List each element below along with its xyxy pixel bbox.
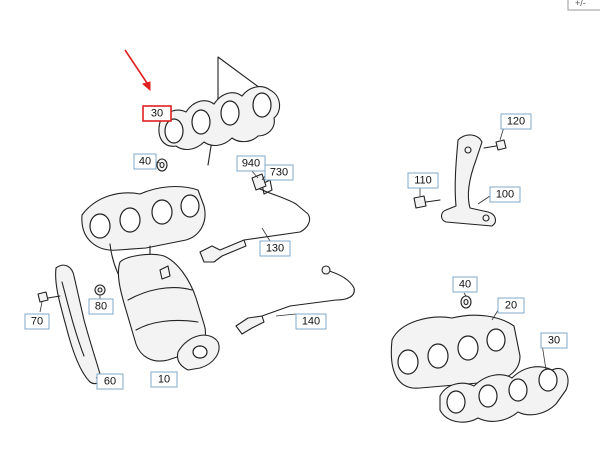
callout-20[interactable]: 20: [497, 297, 525, 314]
svg-text:30: 30: [151, 108, 163, 120]
callout-40-left[interactable]: 40: [133, 153, 157, 170]
heat-shield-60: [55, 264, 101, 385]
bolt-70: [37, 291, 61, 303]
o2-sensor-130: [199, 179, 311, 263]
svg-text:940: 940: [242, 158, 260, 170]
right-manifold-20: [390, 314, 521, 389]
svg-text:130: 130: [266, 243, 284, 255]
svg-text:60: 60: [104, 376, 116, 388]
svg-text:120: 120: [507, 116, 525, 128]
o2-sensor-140: [235, 265, 355, 335]
svg-text:100: 100: [496, 189, 514, 201]
highlight-arrow: [124, 49, 151, 92]
callout-130[interactable]: 130: [259, 240, 291, 257]
callout-940[interactable]: 940: [236, 155, 266, 172]
callout-730[interactable]: 730: [264, 164, 294, 181]
callout-10[interactable]: 10: [150, 371, 178, 388]
svg-text:10: 10: [158, 374, 170, 386]
bracket-100: [440, 134, 497, 227]
svg-text:30: 30: [548, 335, 560, 347]
bolt-120: [483, 139, 507, 151]
callout-80[interactable]: 80: [88, 298, 114, 315]
svg-text:730: 730: [270, 167, 288, 179]
svg-text:80: 80: [95, 301, 107, 313]
svg-text:40: 40: [459, 279, 471, 291]
corner-tab[interactable]: +/-: [567, 0, 600, 11]
washer-40-left: [156, 158, 168, 172]
callout-140[interactable]: 140: [295, 313, 327, 330]
svg-text:+/-: +/-: [575, 0, 586, 8]
clip-940-730: [251, 173, 267, 191]
callout-60[interactable]: 60: [96, 373, 124, 390]
callout-70[interactable]: 70: [24, 313, 50, 330]
callout-110[interactable]: 110: [407, 172, 439, 189]
manifold-catalyst-10: [81, 185, 220, 371]
right-gasket-30: [439, 366, 569, 423]
svg-text:110: 110: [414, 175, 432, 187]
callout-100[interactable]: 100: [489, 186, 521, 203]
bolt-110: [413, 195, 441, 209]
washer-40-right: [460, 295, 472, 309]
svg-text:140: 140: [302, 316, 320, 328]
callout-30-right[interactable]: 30: [540, 332, 568, 349]
svg-text:40: 40: [139, 156, 151, 168]
nut-80: [94, 284, 106, 296]
svg-text:20: 20: [505, 300, 517, 312]
svg-text:70: 70: [31, 316, 43, 328]
callout-120[interactable]: 120: [500, 113, 532, 130]
callout-40-right[interactable]: 40: [452, 276, 478, 293]
top-gasket-30: [158, 56, 281, 166]
callout-30-top[interactable]: 30: [142, 105, 172, 122]
